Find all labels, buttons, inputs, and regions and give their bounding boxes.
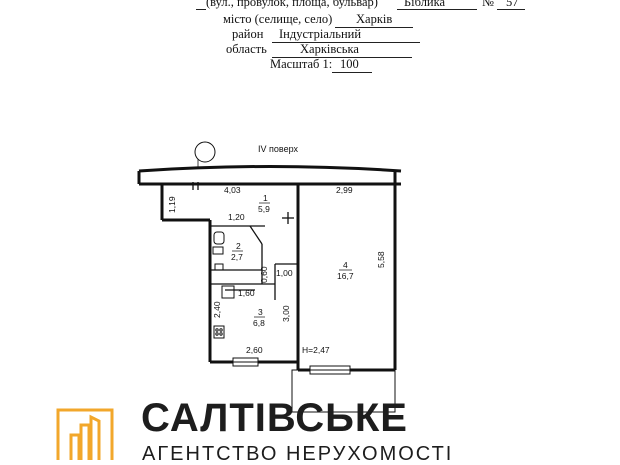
district-underline (272, 42, 420, 43)
dim-top-left-width: 4,03 (224, 185, 241, 195)
windows (232, 357, 396, 413)
svg-text:5,9: 5,9 (258, 204, 270, 214)
dim-kitchen-bottom: 2,60 (246, 345, 263, 355)
scale-label: Масштаб 1: (270, 57, 333, 71)
number-value: 57 (506, 0, 519, 9)
district-value: Індустріальний (279, 27, 362, 41)
floor-title: IV поверх (258, 144, 298, 154)
compass-circle (194, 141, 216, 163)
city-label: місто (селище, село) (223, 12, 333, 26)
city-underline (335, 27, 413, 28)
svg-text:1: 1 (263, 193, 268, 203)
room-2-label: 2 2,7 (231, 241, 243, 262)
svg-text:2,7: 2,7 (231, 252, 243, 262)
region-underline (272, 57, 412, 58)
dim-kitchen-top: 1,60 (238, 288, 255, 298)
dim-left-height: 1,19 (167, 196, 177, 213)
dim-top-right-width: 2,99 (336, 185, 353, 195)
street-underline-left (196, 9, 206, 10)
region-label: область (226, 42, 267, 56)
dim-kitchen-left: 2,40 (212, 301, 222, 318)
street-type-label: (вул., провулок, площа, бульвар) (206, 0, 378, 9)
street-value: Біблика (404, 0, 446, 9)
room-1-label: 1 5,9 (258, 193, 270, 214)
dim-kitchen-right: 3,00 (281, 305, 291, 322)
brand-tagline: АГЕНТСТВО НЕРУХОМОСТІ (142, 443, 454, 465)
door-markers (192, 182, 294, 224)
dim-bath-depth: 1,00 (276, 268, 293, 278)
svg-text:2: 2 (236, 241, 241, 251)
district-label: район (232, 27, 264, 41)
number-underline (497, 9, 525, 10)
dim-corridor-width: 1,20 (228, 212, 245, 222)
scale-value: 100 (340, 57, 359, 71)
city-value: Харків (356, 12, 393, 26)
brand-name: САЛТІВСЬКЕ (141, 396, 408, 440)
dim-ceiling-height: H=2,47 (302, 345, 330, 355)
number-label: № (482, 0, 494, 9)
room-3-label: 3 6,8 (253, 307, 265, 328)
street-underline (397, 9, 477, 10)
region-value: Харківська (300, 42, 359, 56)
svg-text:6,8: 6,8 (253, 318, 265, 328)
building-logo-icon (56, 408, 114, 460)
bath-fixtures (212, 231, 235, 339)
outer-walls (137, 165, 402, 372)
room-4-label: 4 16,7 (337, 260, 354, 281)
scale-underline (332, 72, 372, 73)
dim-room-height: 5,58 (376, 251, 386, 268)
svg-text:3: 3 (258, 307, 263, 317)
svg-text:16,7: 16,7 (337, 271, 354, 281)
dim-bath-height: 0,60 (259, 266, 269, 283)
svg-text:4: 4 (343, 260, 348, 270)
